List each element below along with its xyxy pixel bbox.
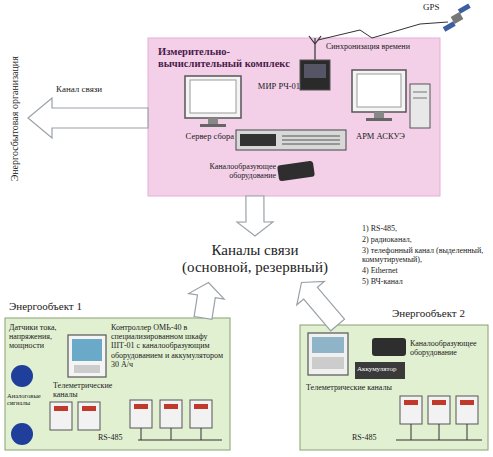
modem: [372, 338, 406, 356]
node-text: Каналообразующее оборудование: [410, 339, 486, 357]
workstation: [352, 70, 430, 128]
object-ground: [300, 325, 488, 450]
satellite-label: GPS: [423, 2, 453, 12]
modem: [277, 161, 315, 182]
channel-list-item: 5) ВЧ-канал: [362, 277, 488, 286]
node-text: Энергообъект 1: [9, 300, 119, 313]
node-text: Каналообразующее оборудование: [192, 162, 276, 180]
complex-ground: [148, 38, 440, 196]
node-text: Измерительно-вычислительный комплекс: [158, 46, 290, 70]
mir-screen: [304, 64, 326, 78]
monitor: [185, 76, 241, 127]
rs485-bus: [138, 428, 222, 440]
channel-list-item: 1) RS-485,: [362, 224, 488, 233]
meter-display: [54, 404, 208, 411]
object-ground: [5, 318, 230, 450]
energy-object: Энергообъект 1Датчики тока, напряжения, …: [5, 318, 230, 450]
node-text: Сервер сбора: [178, 132, 234, 142]
sync-label: Синхронизация времени: [326, 42, 436, 51]
controller: [308, 333, 348, 375]
bus-label: RS-485: [352, 433, 394, 442]
gps-satellite: [443, 3, 471, 31]
link-arrow: [28, 98, 148, 138]
node-text: Каналы связи (основной, резервный): [178, 242, 332, 277]
block-arrow: [297, 282, 345, 331]
node-text: Телеметрические каналы: [306, 383, 394, 392]
channel-band: Каналы связи (основной, резервный): [172, 236, 338, 283]
sensor: [11, 365, 33, 387]
device-label: МИР РЧ-01: [252, 82, 300, 92]
organization-label: Энергосбытовая организация: [9, 49, 21, 189]
channel-list-item: 2) радиоканал,: [362, 235, 488, 244]
rs485-bus: [396, 424, 482, 440]
block-arrow: [189, 283, 225, 320]
node-text: Контроллер ОМЬ-40 в специализированном ш…: [111, 323, 227, 369]
battery: [355, 362, 405, 379]
node-text: МИР РЧ-01: [252, 82, 300, 92]
energy-object: Энергообъект 2Каналообразующее оборудова…: [300, 325, 488, 450]
complex-region: Измерительно-вычислительный комплексМИР …: [148, 38, 440, 196]
meter: [400, 396, 478, 424]
controller: [68, 335, 106, 377]
server: [236, 130, 346, 150]
sensor: [11, 423, 33, 445]
channel-label: Телеметрические каналы: [53, 381, 135, 399]
channel-list-item: 3) телефонный канал (выделенный, коммути…: [362, 246, 488, 264]
bus-label: RS-485: [98, 433, 138, 442]
radio-link: [318, 22, 448, 40]
node-text: АРМ АСКУЭ: [356, 132, 416, 142]
channel-label: Телеметрические каналы: [306, 383, 394, 392]
device-label: АРМ АСКУЭ: [356, 132, 416, 142]
battery-label: Аккумулятор: [357, 365, 405, 373]
device-label: Каналообразующее оборудование: [192, 162, 276, 180]
device-label: Сервер сбора: [178, 132, 234, 142]
node-text: Телеметрические каналы: [53, 381, 135, 399]
meter: [50, 400, 212, 430]
sensor-label: Датчики тока, напряжения, мощности: [9, 323, 69, 351]
node-text: Энергообъект 2: [392, 307, 484, 320]
channel-list-item: 4) Ethernet: [362, 266, 488, 275]
antenna: [309, 36, 321, 60]
signal-label: Аналоговые сигналы: [7, 392, 51, 407]
meter-display: [404, 400, 474, 405]
controller-label: Контроллер ОМЬ-40 в специализированном ш…: [111, 323, 227, 369]
block-arrow: [237, 196, 273, 236]
device-label: Каналообразующее оборудование: [410, 339, 486, 357]
mir-device: [300, 60, 330, 90]
link-label: Канал связи: [56, 84, 136, 94]
node-text: Датчики тока, напряжения, мощности: [9, 323, 69, 351]
